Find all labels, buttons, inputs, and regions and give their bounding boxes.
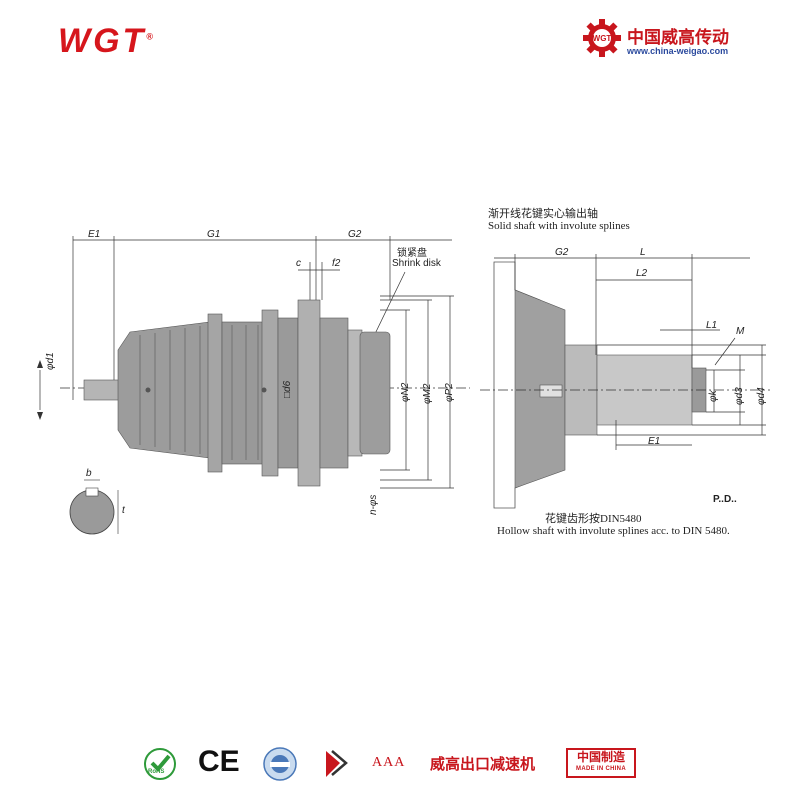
dim-l: L [640, 247, 646, 258]
aaa-badge: AAA [372, 755, 406, 770]
svg-text:WGT: WGT [593, 34, 612, 43]
brand-badge: 威高出口减速机 [430, 756, 536, 773]
solid-shaft-title-cn: 渐开线花键实心输出轴 [488, 208, 598, 220]
gear-logo-icon: WGT [582, 18, 622, 58]
solid-shaft-title: Solid shaft with involute splines [488, 220, 630, 232]
brand-name: 中国威高传动 [627, 28, 729, 47]
dim-g2-right: G2 [555, 247, 569, 258]
dim-e1-right: E1 [648, 436, 661, 447]
dim-l1: L1 [706, 320, 718, 331]
dim-e1: E1 [88, 229, 101, 240]
keyway-section [69, 479, 119, 535]
dim-f2: f2 [332, 258, 341, 269]
rohs-badge: RoHS [143, 747, 177, 786]
dim-g1: G1 [207, 229, 221, 240]
rohs-label: RoHS [148, 769, 165, 775]
made-in-china-badge: 中国制造 MADE IN CHINA [566, 748, 636, 778]
dim-k: φk [708, 390, 719, 402]
quality-badge [316, 745, 352, 786]
gearbox-body [83, 299, 391, 487]
dim-m: M [736, 326, 745, 337]
dim-n2: φN2 [400, 382, 411, 402]
mic-en: MADE IN CHINA [576, 766, 626, 772]
shrink-disk-label: Shrink disk [392, 258, 441, 269]
dim-m2: φM2 [422, 383, 433, 404]
wgt-logo: WGT® [58, 22, 153, 60]
dim-l2: L2 [636, 268, 648, 279]
dim-d3: φd3 [734, 387, 745, 405]
key-b-label: b [86, 468, 92, 479]
dim-d4: φd4 [756, 387, 767, 405]
dim-g2: G2 [348, 229, 362, 240]
iso-badge [262, 746, 298, 787]
dim-s: n-φs [368, 494, 379, 515]
hollow-shaft-title: Hollow shaft with involute splines acc. … [497, 525, 730, 537]
key-t-label: t [122, 505, 125, 516]
dim-p2: φP2 [444, 383, 455, 402]
hollow-shaft-title-cn: 花键齿形按DIN5480 [545, 513, 642, 525]
output-shaft-view [493, 261, 707, 509]
model-code: P..D.. [713, 494, 737, 505]
mic-cn: 中国制造 [576, 750, 625, 764]
shrink-disk-label-cn: 锁紧盘 [397, 248, 427, 259]
dim-d6: □d6 [282, 380, 293, 398]
ce-mark: CE [198, 745, 240, 778]
brand-url: www.china-weigao.com [627, 46, 729, 56]
dim-c: c [296, 258, 301, 269]
dim-d1: φd1 [45, 352, 56, 370]
